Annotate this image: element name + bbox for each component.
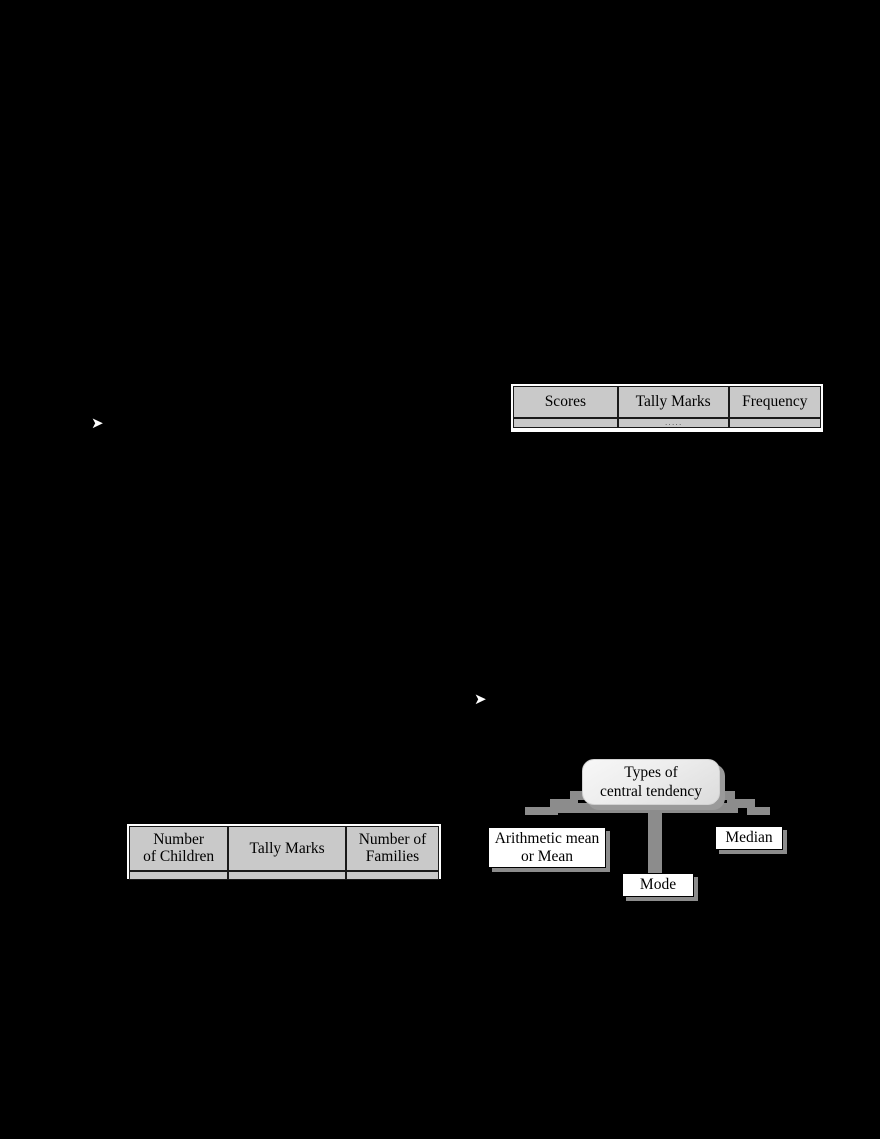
types-of-central-tendency-node[interactable]: Types of central tendency — [582, 759, 720, 805]
cell-frequency-partial — [728, 418, 821, 428]
header-line-1: Tally Marks — [249, 839, 325, 857]
column-header-number-of-children: Number of Children — [129, 826, 229, 871]
bullet-scores-table: ➤ — [91, 414, 104, 432]
column-header-tally-marks: Tally Marks — [617, 386, 729, 418]
header-line-1: Number — [153, 831, 204, 848]
mean-line-2: or Mean — [520, 847, 574, 865]
header-line-2: Families — [365, 848, 420, 866]
children-families-table-grid: Number of Children Tally Marks Number of… — [129, 826, 439, 880]
cell-scores-partial — [513, 418, 618, 428]
scores-frequency-table-grid: Scores Tally Marks Frequency . . . . . — [513, 386, 821, 428]
children-families-table: Number of Children Tally Marks Number of… — [127, 824, 441, 880]
table-header-row: Scores Tally Marks Frequency — [513, 386, 821, 418]
cell-children-partial — [129, 870, 229, 880]
arithmetic-mean-node[interactable]: Arithmetic mean or Mean — [488, 827, 606, 868]
table-row: . . . . . — [513, 418, 821, 428]
root-line-1: Types of — [624, 763, 678, 781]
table-header-row: Number of Children Tally Marks Number of… — [129, 826, 439, 871]
root-line-2: central tendency — [600, 783, 702, 800]
header-line-1: Number of — [358, 831, 427, 848]
table-row — [129, 870, 439, 880]
median-label: Median — [725, 829, 773, 847]
cell-tally-partial: . . . . . — [617, 418, 729, 428]
mode-label: Mode — [639, 876, 677, 894]
cell-tally-partial — [228, 870, 346, 880]
column-header-number-of-families: Number of Families — [345, 826, 439, 871]
mode-node[interactable]: Mode — [622, 873, 694, 897]
bullet-central-tendency: ➤ — [474, 690, 487, 708]
column-header-scores: Scores — [513, 386, 618, 418]
central-tendency-diagram: Types of central tendency Arithmetic mea… — [470, 745, 830, 920]
scores-frequency-table: Scores Tally Marks Frequency . . . . . — [511, 384, 823, 432]
column-header-frequency: Frequency — [728, 386, 821, 418]
cell-families-partial — [345, 870, 439, 880]
median-node[interactable]: Median — [715, 826, 783, 850]
mean-line-1: Arithmetic mean — [494, 829, 600, 847]
column-header-tally-marks: Tally Marks — [228, 826, 346, 871]
header-line-2: of Children — [143, 848, 215, 866]
